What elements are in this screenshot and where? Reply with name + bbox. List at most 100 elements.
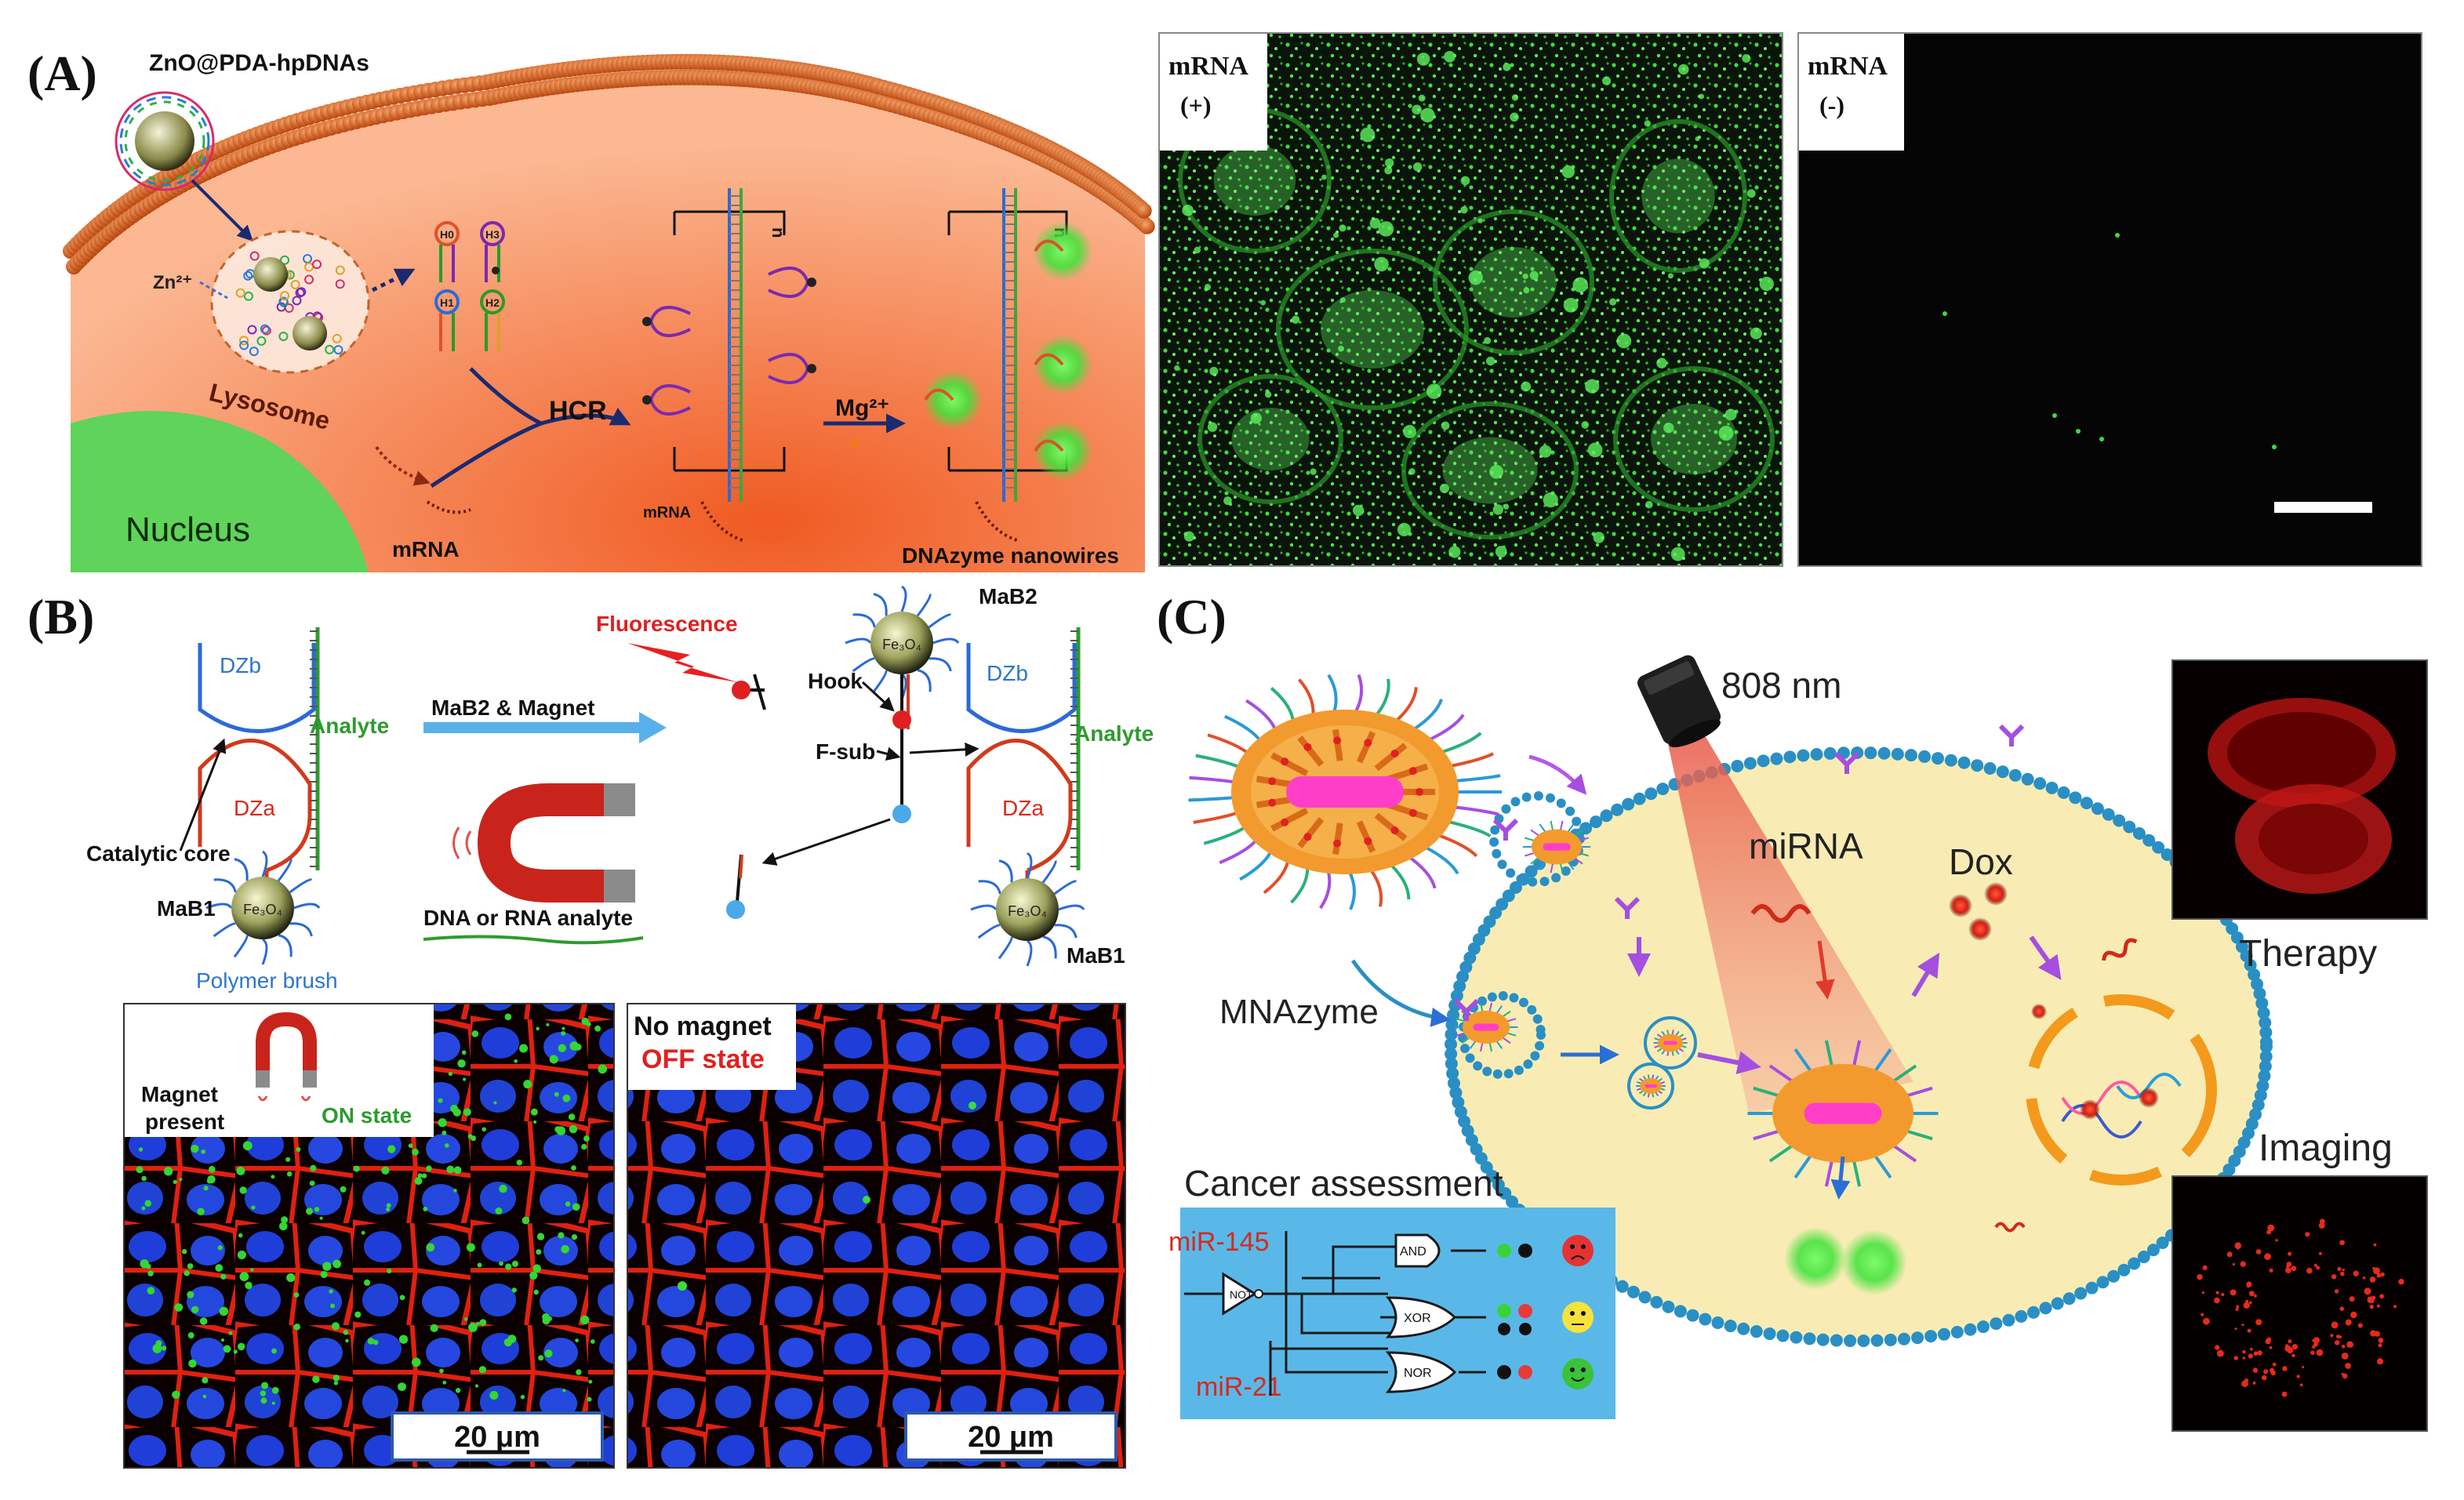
fluorescent-dot bbox=[594, 1025, 601, 1032]
fluorescent-dot bbox=[1444, 51, 1456, 63]
dza-label-right: DZa bbox=[1002, 796, 1044, 820]
fluorescent-dot bbox=[331, 1322, 340, 1331]
fluorescent-dot bbox=[2240, 1261, 2246, 1267]
fluorescent-dot bbox=[1587, 442, 1603, 458]
cell-outline bbox=[1609, 119, 1747, 273]
fluorescent-dot bbox=[138, 1147, 144, 1152]
fluorescent-dot bbox=[1384, 166, 1393, 175]
polymer-chain bbox=[1026, 939, 1033, 967]
fluorescent-dot bbox=[2241, 1323, 2244, 1327]
membrane-bead bbox=[2085, 1281, 2099, 1295]
fluorescent-dot bbox=[2269, 1268, 2273, 1273]
fluorescent-dot bbox=[353, 1165, 360, 1172]
mesopore bbox=[1386, 763, 1429, 783]
svg-text:miR-145: miR-145 bbox=[1168, 1227, 1269, 1257]
fluorescent-dot bbox=[455, 1388, 461, 1393]
panel-a-image-mrna-negative: mRNA (-) bbox=[1797, 32, 2422, 567]
svg-text:NOT: NOT bbox=[1230, 1288, 1253, 1301]
fluorescent-dot bbox=[2269, 1346, 2273, 1349]
svg-text:OFF state: OFF state bbox=[641, 1044, 765, 1074]
fluorescent-dot bbox=[1602, 76, 1612, 85]
membrane-bead bbox=[1757, 754, 1770, 768]
membrane-bead bbox=[1944, 754, 1957, 767]
fluorescent-dot bbox=[2364, 1288, 2371, 1295]
dna-strand bbox=[1193, 811, 1240, 824]
fluorescent-dot bbox=[2313, 1263, 2317, 1267]
fluorescent-dot bbox=[220, 1338, 225, 1342]
fluorescent-dot bbox=[2248, 1301, 2252, 1305]
lysosome-hairpin bbox=[249, 251, 260, 261]
fluorescent-dot bbox=[556, 1126, 566, 1135]
fluorescent-dot bbox=[191, 1306, 199, 1313]
polymer-chain bbox=[1041, 859, 1057, 884]
fluorescent-dot bbox=[2374, 1331, 2380, 1337]
vesicle-bead bbox=[1482, 1066, 1492, 1077]
nanoparticle-core bbox=[1644, 1084, 1657, 1088]
membrane-bead bbox=[2039, 1302, 2052, 1315]
membrane-bead bbox=[1897, 1332, 1910, 1346]
endosome bbox=[1627, 1062, 1674, 1110]
fluorescent-dot bbox=[479, 1319, 487, 1326]
fluorescent-dot bbox=[188, 1359, 197, 1368]
vesicle-bead bbox=[1460, 1044, 1470, 1054]
nanoparticle-label: ZnO@PDA-hpDNAs bbox=[149, 50, 369, 76]
happy-face-icon bbox=[1562, 1358, 1594, 1389]
vesicle-bead bbox=[1565, 806, 1575, 816]
fluorescent-dot bbox=[239, 1186, 247, 1194]
fluorescent-dot bbox=[260, 1397, 267, 1404]
vesicle-bead bbox=[1492, 848, 1502, 859]
fluorescent-dot bbox=[2221, 1292, 2225, 1297]
vesicle-bead bbox=[1545, 793, 1555, 803]
fluorescent-dot bbox=[2288, 1251, 2292, 1256]
uptake-arrow-1 bbox=[1528, 754, 1587, 795]
polymer-chain bbox=[916, 593, 932, 617]
fluorescent-dot bbox=[2334, 1289, 2339, 1294]
fluorescent-dot bbox=[398, 1335, 409, 1344]
dnazyme-strand bbox=[1034, 239, 1064, 252]
release-arrow bbox=[371, 268, 416, 292]
panel-c: (C) 808 nm MNAzyme bbox=[1157, 589, 2428, 1432]
membrane-bead bbox=[2256, 1079, 2270, 1092]
dnazyme-complex-right bbox=[966, 627, 1081, 890]
fluorescent-dot bbox=[448, 1071, 452, 1077]
lysosome-hairpin bbox=[239, 340, 249, 350]
mirna-label: miRNA bbox=[1749, 826, 1863, 866]
fluorescent-dot bbox=[1616, 333, 1632, 349]
fluorescent-dot bbox=[2330, 1334, 2334, 1338]
fluorescent-dot bbox=[306, 1208, 313, 1215]
wavelength-label: 808 nm bbox=[1721, 665, 1841, 706]
mab1-bead: Fe₃O₄ bbox=[205, 850, 321, 965]
lysosome-hairpin bbox=[278, 331, 289, 341]
polymer-chain bbox=[1058, 904, 1085, 911]
dna-strand bbox=[1436, 833, 1478, 858]
dna-strand bbox=[1327, 674, 1338, 715]
fluorescent-dot bbox=[181, 1248, 187, 1255]
fluorescent-dot bbox=[571, 1165, 576, 1171]
zno-nanoparticle bbox=[114, 91, 215, 191]
polymer-chain bbox=[872, 669, 888, 693]
vesicle-bead bbox=[1510, 797, 1521, 807]
fluorescent-dot bbox=[2201, 1291, 2205, 1295]
membrane-bead bbox=[1830, 1334, 1843, 1347]
fluorescent-dot bbox=[1426, 383, 1442, 399]
fluorescent-dot bbox=[442, 1380, 447, 1385]
svg-text:(+): (+) bbox=[1180, 91, 1212, 119]
fluorescent-dot bbox=[571, 1234, 578, 1240]
fluorescent-dot bbox=[2369, 1304, 2374, 1309]
membrane-bead bbox=[1797, 749, 1810, 762]
fluorescent-dot bbox=[511, 1260, 519, 1267]
membrane-bead bbox=[2259, 1050, 2273, 1063]
fluorescent-dot bbox=[558, 1044, 567, 1052]
catalytic-core-label: Catalytic core bbox=[86, 841, 231, 866]
fluorescent-dot bbox=[2285, 1267, 2291, 1273]
lysosome-hairpin bbox=[304, 262, 314, 272]
membrane-bead bbox=[2249, 1108, 2262, 1121]
svg-text:present: present bbox=[145, 1110, 224, 1134]
hairpin-h3: H3 bbox=[480, 221, 505, 282]
svg-text:H1: H1 bbox=[440, 296, 454, 309]
fluorescent-dot bbox=[576, 1369, 582, 1375]
fluorescent-dot bbox=[1489, 464, 1504, 479]
mab1-label-right: MaB1 bbox=[1067, 943, 1125, 968]
lysosome-hairpin bbox=[304, 274, 314, 285]
membrane-bead bbox=[2123, 820, 2136, 834]
